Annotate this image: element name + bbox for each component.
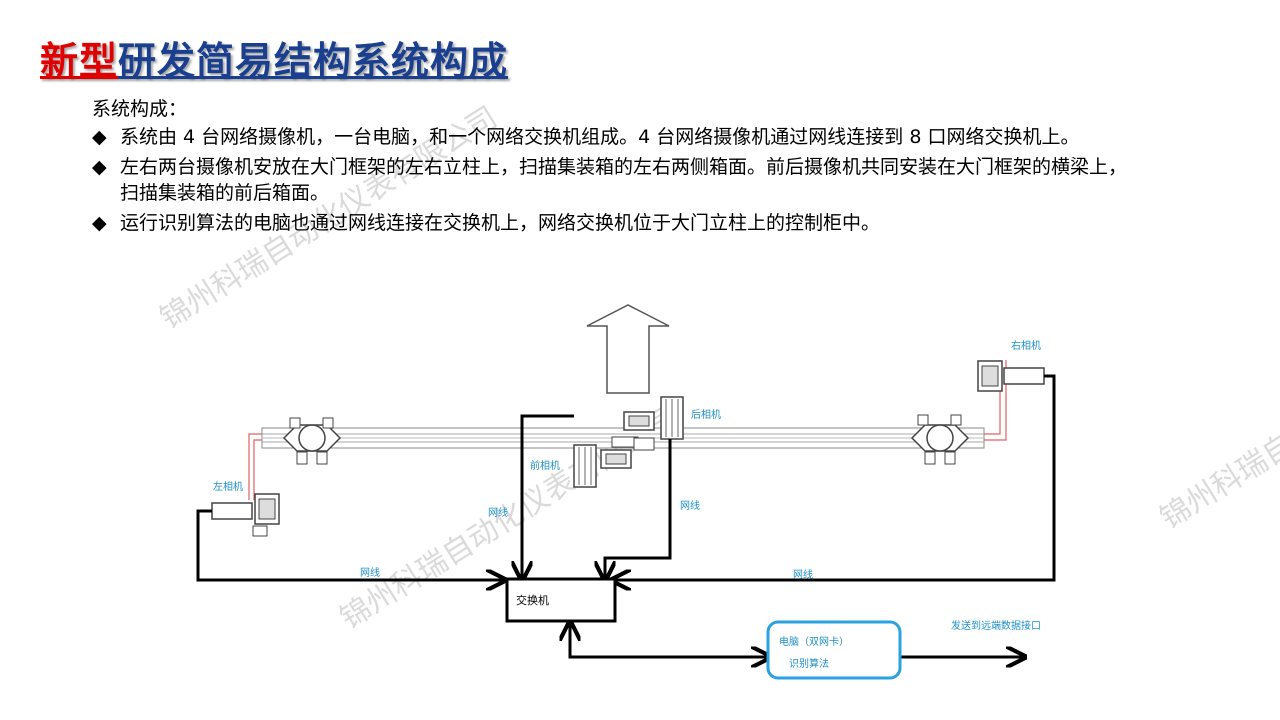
right-gantry-hub (910, 414, 970, 465)
right-camera-label: 右相机 (1011, 339, 1041, 352)
switch-label: 交换机 (516, 593, 549, 607)
back-camera-label: 后相机 (691, 408, 721, 421)
cable-label: 网线 (360, 566, 380, 579)
diamond-bullet-icon: ◆ (92, 126, 107, 148)
diamond-bullet-icon: ◆ (92, 212, 107, 234)
left-camera-icon (211, 493, 280, 537)
bullet-item: ◆ 系统由 4 台网络摄像机，一台电脑，和一个网络交换机组成。4 台网络摄像机通… (92, 124, 1132, 150)
right-camera-icon (977, 360, 1045, 392)
bullet-text: 系统由 4 台网络摄像机，一台电脑，和一个网络交换机组成。4 台网络摄像机通过网… (120, 126, 1080, 148)
direction-arrow-icon (586, 304, 670, 394)
page-title: 新型研发简易结构系统构成 (40, 30, 508, 85)
network-cables (196, 374, 1056, 657)
computer-label: 电脑（双网卡） (779, 635, 849, 648)
algorithm-label: 识别算法 (789, 657, 829, 670)
bullet-text: 左右两台摄像机安放在大门框架的左右立柱上，扫描集装箱的左右两侧箱面。前后摄像机共… (120, 156, 1128, 204)
front-camera-label: 前相机 (530, 459, 560, 472)
cable-label: 网线 (680, 499, 700, 512)
output-label: 发送到远端数据接口 (951, 619, 1041, 632)
section-heading: 系统构成： (92, 98, 188, 120)
front-camera-icon (573, 436, 639, 488)
cable-label: 网线 (793, 568, 813, 581)
back-camera-icon (623, 396, 684, 451)
cable-label: 网线 (488, 506, 508, 519)
title-main: 研发简易结构系统构成 (118, 39, 509, 83)
network-switch (505, 577, 617, 623)
computer-box (766, 620, 902, 680)
bullet-text: 运行识别算法的电脑也通过网线连接在交换机上，网络交换机位于大门立柱上的控制柜中。 (120, 212, 881, 234)
left-camera-label: 左相机 (213, 480, 243, 493)
left-gantry-hub (282, 417, 342, 465)
bullet-item: ◆ 左右两台摄像机安放在大门框架的左右立柱上，扫描集装箱的左右两侧箱面。前后摄像… (92, 154, 1132, 206)
system-description: 系统构成： ◆ 系统由 4 台网络摄像机，一台电脑，和一个网络交换机组成。4 台… (92, 96, 1132, 240)
title-highlight: 新型 (40, 39, 119, 83)
bullet-item: ◆ 运行识别算法的电脑也通过网线连接在交换机上，网络交换机位于大门立柱上的控制柜… (92, 210, 1132, 236)
diamond-bullet-icon: ◆ (92, 156, 107, 178)
